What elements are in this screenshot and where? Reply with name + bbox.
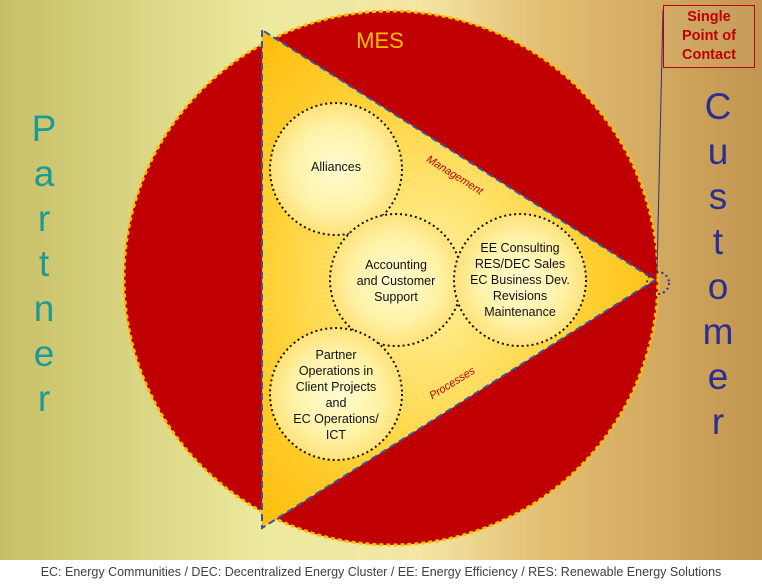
consulting-circle bbox=[453, 213, 587, 347]
vertical-letter: n bbox=[33, 288, 55, 329]
footer-legend: EC: Energy Communities / DEC: Decentrali… bbox=[40, 565, 722, 579]
vertical-letter: u bbox=[707, 131, 729, 172]
circle-text-line: Support bbox=[374, 290, 418, 304]
contact-point-circle bbox=[646, 271, 670, 295]
circle-text-line: EC Operations/ bbox=[293, 412, 379, 426]
vertical-letter: r bbox=[37, 198, 51, 239]
circle-text-line: Operations in bbox=[299, 364, 373, 378]
vertical-letter: r bbox=[37, 378, 51, 419]
circle-text-line: RES/DEC Sales bbox=[475, 257, 565, 271]
callout-line: Contact bbox=[682, 47, 736, 63]
circle-text-line: and Customer bbox=[357, 274, 436, 288]
vertical-letter: e bbox=[707, 356, 729, 397]
vertical-letter: r bbox=[711, 401, 725, 442]
circle-text-line: Maintenance bbox=[484, 305, 556, 319]
circle-text-line: EC Business Dev. bbox=[470, 273, 570, 287]
vertical-letter: m bbox=[702, 311, 734, 352]
vertical-letter: t bbox=[712, 221, 724, 262]
vertical-letter: o bbox=[707, 266, 729, 307]
callout-line: Single bbox=[687, 9, 731, 25]
vertical-letter: s bbox=[708, 176, 728, 217]
circle-text-line: ICT bbox=[326, 428, 347, 442]
alliances-circle bbox=[269, 102, 403, 236]
vertical-letter: C bbox=[704, 86, 732, 127]
single-point-of-contact-callout: Single Point of Contact bbox=[663, 5, 755, 68]
circle-text-line: Client Projects bbox=[296, 380, 377, 394]
operations-circle bbox=[269, 327, 403, 461]
callout-line: Point of bbox=[682, 28, 736, 44]
circle-text-line: EE Consulting bbox=[480, 241, 559, 255]
alliances-text: Alliances bbox=[311, 160, 361, 174]
vertical-letter: t bbox=[38, 243, 50, 284]
circle-text-line: and bbox=[326, 396, 347, 410]
circle-text-line: Accounting bbox=[365, 258, 427, 272]
vertical-letter: e bbox=[33, 333, 55, 374]
mes-title: MES bbox=[356, 28, 404, 53]
circle-text-line: Partner bbox=[316, 348, 357, 362]
circle-text-line: Revisions bbox=[493, 289, 547, 303]
vertical-letter: a bbox=[33, 153, 55, 194]
callout-leader-line bbox=[656, 9, 664, 273]
circle-text-line: Alliances bbox=[311, 160, 361, 174]
vertical-letter: P bbox=[31, 108, 57, 149]
